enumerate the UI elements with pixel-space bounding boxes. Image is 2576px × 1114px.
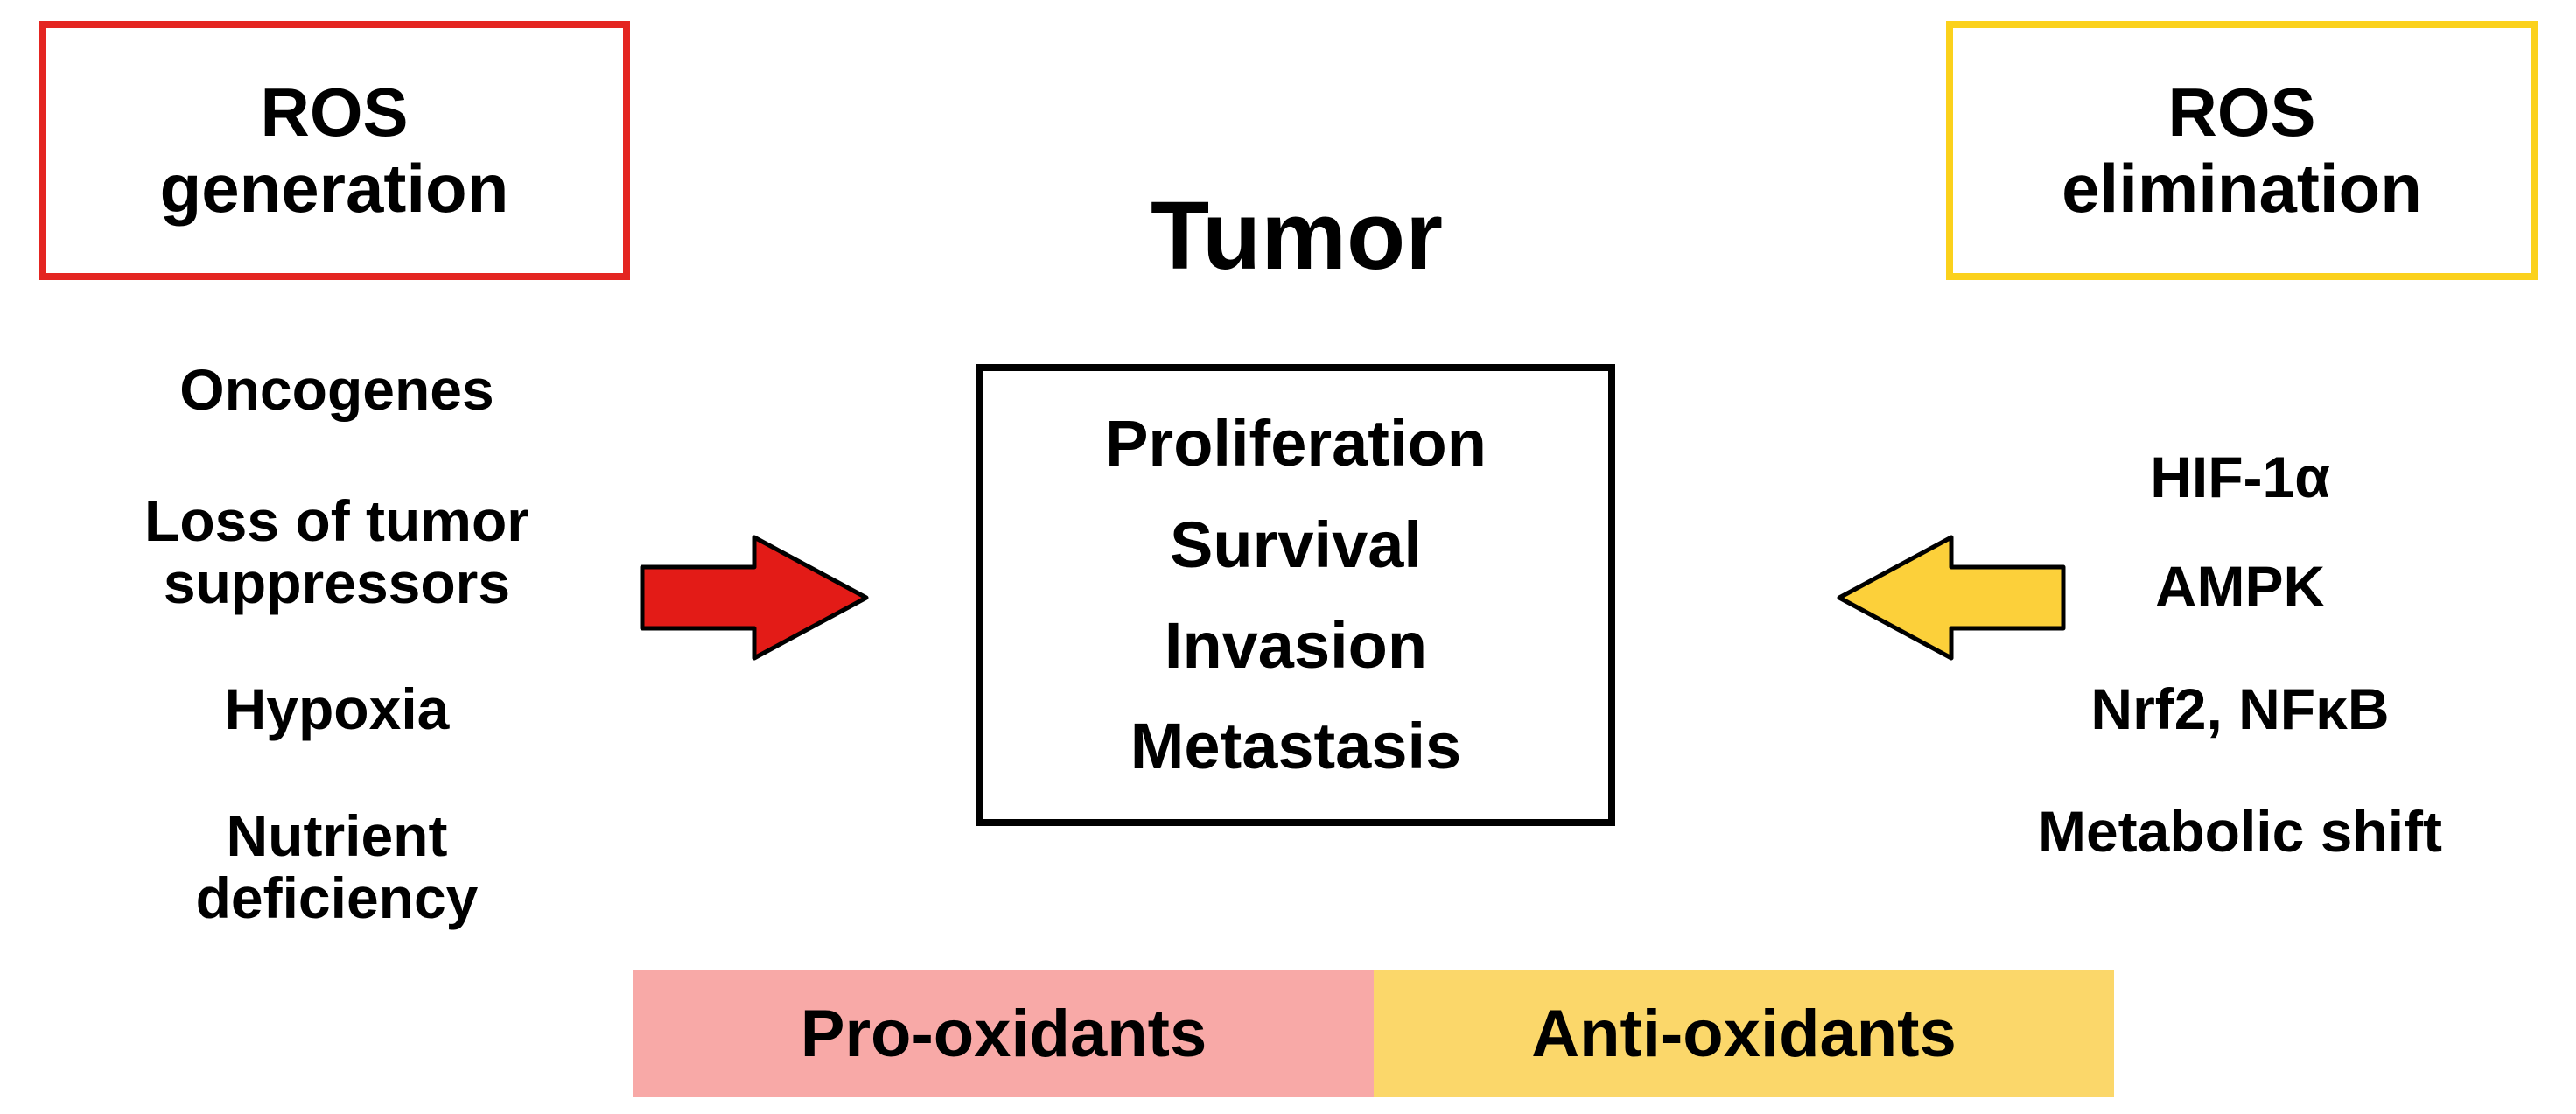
factor-nutrient-line1: Nutrient [226, 803, 448, 868]
factor-loss-line1: Loss of tumor [144, 488, 529, 553]
process-metastasis: Metastasis [1130, 710, 1462, 783]
factor-hif-1a-label: HIF-1α [2150, 445, 2330, 509]
factor-nutrient-deficiency: Nutrient deficiency [114, 803, 560, 931]
tumor-process-box: Proliferation Survival Invasion Metastas… [976, 364, 1615, 826]
right-arrow-icon [640, 535, 869, 661]
process-invasion: Invasion [1164, 609, 1428, 682]
ros-generation-title-line2: generation [159, 150, 509, 227]
ros-elimination-title-line1: ROS [2167, 73, 2316, 151]
left-arrow-icon [1837, 535, 2066, 661]
tumor-title: Tumor [1150, 182, 1444, 290]
factor-nrf2-nfkb-label: Nrf2, NFκB [2090, 676, 2390, 741]
factor-hypoxia-label: Hypoxia [224, 676, 450, 741]
factor-ampk-label: AMPK [2154, 554, 2326, 619]
factor-nrf2-nfkb: Nrf2, NFκB [2030, 676, 2450, 741]
factor-hif-1a: HIF-1α [2030, 445, 2450, 509]
factor-loss-of-tumor-suppressors: Loss of tumor suppressors [96, 488, 578, 616]
factor-ampk: AMPK [2030, 554, 2450, 619]
pro-oxidants-label: Pro-oxidants [800, 996, 1208, 1071]
oxidant-balance-bar: Pro-oxidants Anti-oxidants [634, 970, 2114, 1097]
anti-oxidants-label: Anti-oxidants [1531, 996, 1956, 1071]
factor-hypoxia: Hypoxia [114, 676, 560, 741]
ros-elimination-box: ROS elimination [1946, 21, 2538, 280]
process-proliferation: Proliferation [1105, 407, 1487, 480]
ros-generation-title-line1: ROS [260, 73, 409, 151]
factor-metabolic-shift-label: Metabolic shift [2037, 799, 2443, 864]
factor-metabolic-shift: Metabolic shift [1986, 799, 2494, 864]
factor-oncogenes: Oncogenes [114, 357, 560, 422]
factor-oncogenes-label: Oncogenes [179, 357, 494, 422]
factor-nutrient-line2: deficiency [195, 865, 479, 931]
anti-oxidants-segment: Anti-oxidants [1374, 970, 2114, 1097]
ros-elimination-title-line2: elimination [2062, 150, 2422, 227]
factor-loss-line2: suppressors [163, 550, 511, 616]
pro-oxidants-segment: Pro-oxidants [634, 970, 1374, 1097]
process-survival: Survival [1170, 508, 1422, 581]
ros-generation-box: ROS generation [38, 21, 630, 280]
